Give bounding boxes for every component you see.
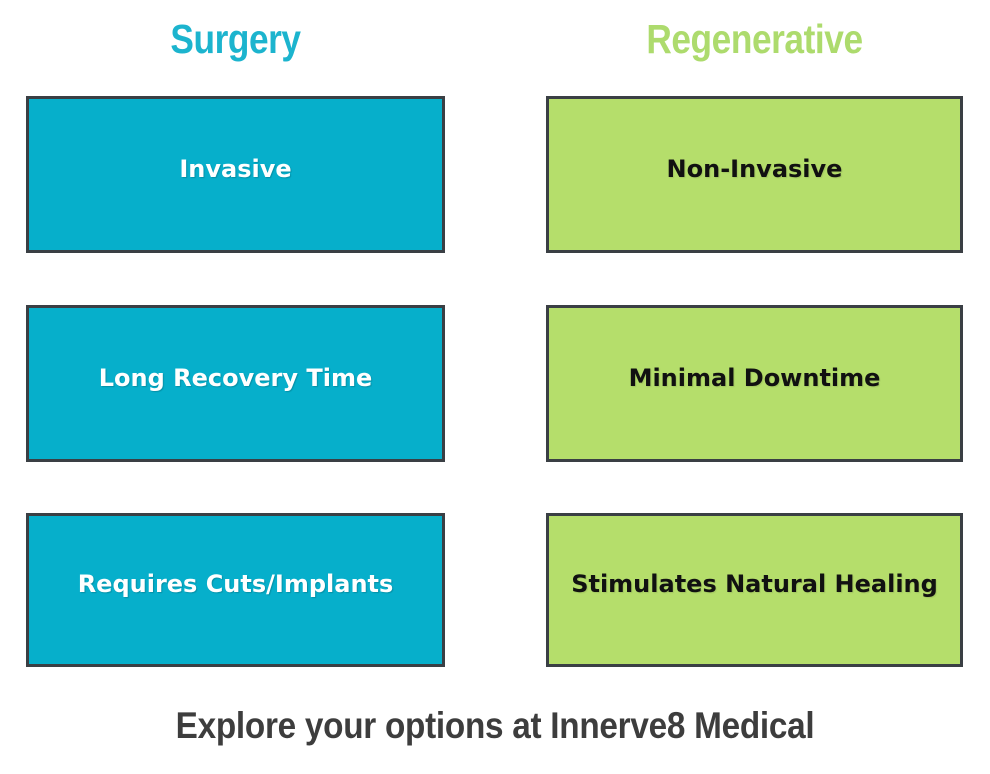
regenerative-cell: Stimulates Natural Healing <box>546 513 963 667</box>
surgery-cell: Long Recovery Time <box>26 305 445 462</box>
regenerative-cell-label: Stimulates Natural Healing <box>571 570 938 598</box>
footer-call-to-action: Explore your options at Innerve8 Medical <box>175 705 815 746</box>
surgery-cell-label: Requires Cuts/Implants <box>77 570 394 598</box>
comparison-row: Requires Cuts/Implants Stimulates Natura… <box>0 513 990 667</box>
surgery-cell: Invasive <box>26 96 445 253</box>
column-header-surgery: Surgery <box>170 16 301 62</box>
column-headers: Surgery Regenerative <box>0 0 990 90</box>
regenerative-cell: Minimal Downtime <box>546 305 963 462</box>
regenerative-cell-label: Minimal Downtime <box>628 363 881 392</box>
column-header-regenerative: Regenerative <box>646 16 863 62</box>
surgery-cell: Requires Cuts/Implants <box>26 513 445 667</box>
regenerative-cell: Non-Invasive <box>546 96 963 253</box>
surgery-cell-label: Long Recovery Time <box>98 363 373 392</box>
surgery-cell-label: Invasive <box>179 154 292 183</box>
regenerative-cell-label: Non-Invasive <box>666 154 843 183</box>
comparison-row: Long Recovery Time Minimal Downtime <box>0 305 990 462</box>
comparison-row: Invasive Non-Invasive <box>0 96 990 253</box>
